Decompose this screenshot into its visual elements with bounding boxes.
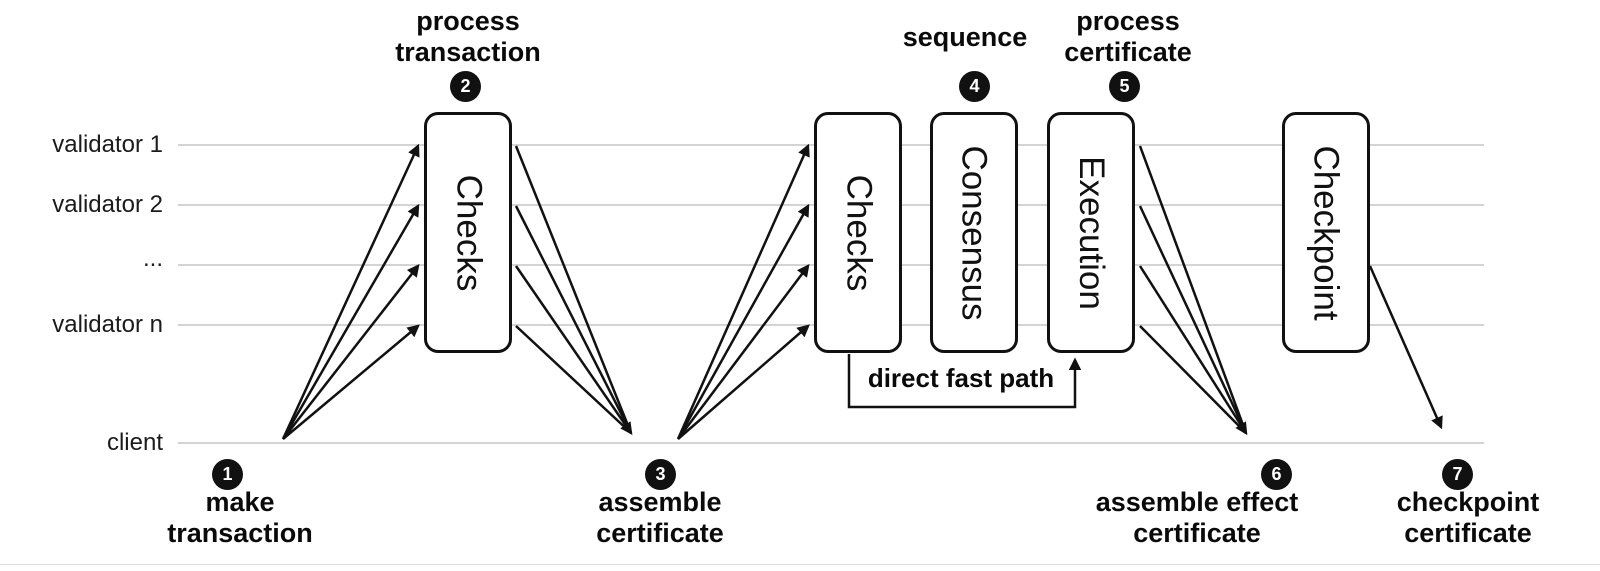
step-7-label: checkpoint certificate <box>1298 487 1600 549</box>
box-checks-1-label: Checks <box>449 174 488 291</box>
step-badge-6: 6 <box>1261 459 1292 490</box>
arrow-line <box>677 264 810 440</box>
arrow-line <box>1138 265 1248 436</box>
step-badge-4: 4 <box>959 71 990 102</box>
step-1-label: make transaction <box>90 487 390 549</box>
arrow-line <box>514 145 633 434</box>
arrow-line <box>514 265 633 436</box>
step-2-label-line2: transaction <box>395 37 541 67</box>
arrow-line <box>676 203 810 440</box>
box-consensus: Consensus <box>930 112 1018 353</box>
box-checkpoint: Checkpoint <box>1282 112 1370 353</box>
fan-make-transaction <box>281 143 420 440</box>
step-1-label-line2: transaction <box>167 518 313 548</box>
box-checks-2-label: Checks <box>839 174 878 291</box>
step-6-label-line2: certificate <box>1133 518 1261 548</box>
lane-label-validator-2: validator 2 <box>52 191 163 218</box>
arrow-line <box>1139 325 1247 434</box>
step-badge-3: 3 <box>645 459 676 490</box>
box-checks-2: Checks <box>814 112 902 353</box>
arrow-line <box>282 264 420 440</box>
step-3-label-line1: assemble <box>598 487 722 517</box>
step-5-label-line1: process <box>1076 6 1180 36</box>
step-3-label-line2: certificate <box>596 518 724 548</box>
direct-fast-path-arrow <box>847 354 1082 409</box>
checkpoint-certificate-arrow <box>1368 265 1443 430</box>
box-execution: Execution <box>1047 112 1135 353</box>
step-6-label-line1: assemble effect <box>1095 487 1299 517</box>
arrows <box>281 143 1443 440</box>
lane-label-validator-1: validator 1 <box>52 131 163 158</box>
arrow-line <box>676 143 810 440</box>
step-2-label: process transaction <box>318 6 618 68</box>
fan-submit-certificate <box>676 143 810 440</box>
arrow-line <box>677 324 810 440</box>
arrow-line <box>281 203 420 440</box>
step-badge-5: 5 <box>1109 71 1140 102</box>
lane-label-client: client <box>106 429 163 456</box>
step-1-label-line1: make <box>205 487 275 517</box>
step-4-label-line1: sequence <box>902 22 1028 52</box>
step-badge-1: 1 <box>212 459 243 490</box>
fan-assemble-certificate <box>514 145 633 436</box>
box-checks-1: Checks <box>424 112 512 353</box>
lane-label-validator-n: validator n <box>52 311 163 338</box>
bottom-divider <box>0 564 1600 565</box>
step-7-label-line2: certificate <box>1404 518 1532 548</box>
step-6-label: assemble effect certificate <box>1027 487 1367 549</box>
step-2-label-line1: process <box>416 6 520 36</box>
arrow-line <box>1138 145 1248 434</box>
box-execution-label: Execution <box>1072 155 1111 310</box>
arrow-line <box>1138 205 1248 434</box>
direct-fast-path-label: direct fast path <box>867 363 1055 393</box>
arrow-line <box>514 205 633 434</box>
step-4-label: sequence <box>815 22 1115 53</box>
arrow-line <box>282 324 420 440</box>
box-checkpoint-label: Checkpoint <box>1307 144 1347 321</box>
step-badge-2: 2 <box>450 71 481 102</box>
arrow-line <box>515 325 632 434</box>
step-5-label: process certificate <box>978 6 1278 68</box>
step-7-label-line1: checkpoint <box>1396 487 1540 517</box>
step-badge-7: 7 <box>1442 459 1473 490</box>
step-5-label-line2: certificate <box>1064 37 1192 67</box>
box-consensus-label: Consensus <box>955 144 995 321</box>
lane-label-dots: ... <box>142 245 163 272</box>
fan-assemble-effect-certificate <box>1138 145 1248 436</box>
arrow-line <box>281 143 420 440</box>
step-3-label: assemble certificate <box>510 487 810 549</box>
